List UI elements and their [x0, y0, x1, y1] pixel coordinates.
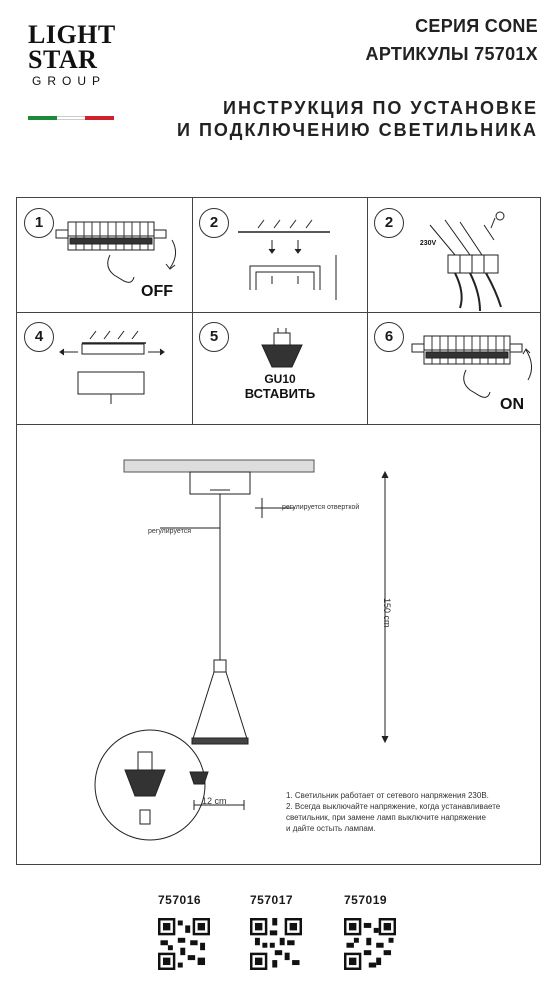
- step-3-voltage-label: 230V: [419, 240, 437, 247]
- note-line-2: 2. Всегда выключайте напряжение, когда у…: [286, 802, 501, 811]
- adjustable-label: регулируется: [148, 528, 191, 535]
- note-line-1: 1. Светильник работает от сетевого напря…: [286, 791, 489, 800]
- step-5-number: 5: [199, 322, 229, 352]
- logo-word-star: STAR: [28, 45, 98, 74]
- breaker-panel-icon: [55, 221, 167, 251]
- gu10-bulb-icon: [261, 328, 303, 368]
- step-6-number: 6: [374, 322, 404, 352]
- instruction-title-line1: ИНСТРУКЦИЯ ПО УСТАНОВКЕ: [223, 98, 538, 118]
- mount-canopy-icon: [59, 330, 165, 404]
- step-2-number: 2: [199, 208, 229, 238]
- hand-icon: [107, 254, 135, 283]
- step-5-label-gu10: GU10: [264, 372, 296, 386]
- grid-row-divider-2: [17, 424, 540, 425]
- qr-code-757019[interactable]: [344, 918, 396, 970]
- step-1-label: OFF: [141, 283, 173, 300]
- safety-notes: 1. Светильник работает от сетевого напря…: [286, 790, 531, 834]
- italian-flag-stripe: [28, 116, 115, 120]
- grid-col-divider-2: [367, 198, 368, 424]
- pendant-diagram: [94, 459, 389, 841]
- articles-title: АРТИКУЛЫ 75701X: [365, 44, 538, 64]
- qr-code-757016[interactable]: [158, 918, 210, 970]
- switch-arrow-icon: [169, 239, 176, 269]
- series-title: СЕРИЯ CONE: [415, 16, 538, 36]
- step-5-label-insert: ВСТАВИТЬ: [244, 386, 316, 401]
- height-label: 150 cm: [382, 598, 392, 628]
- instruction-title-line2: И ПОДКЛЮЧЕНИЮ СВЕТИЛЬНИКА: [177, 120, 538, 140]
- step-3-number: 2: [374, 208, 404, 238]
- note-line-4: и дайте остыть лампам.: [286, 824, 376, 833]
- qr-code-757017[interactable]: [250, 918, 302, 970]
- width-label: 12 cm: [202, 796, 227, 806]
- grid-col-divider-1: [192, 198, 193, 424]
- terminal-block-icon: [429, 211, 505, 312]
- step-4-number: 4: [24, 322, 54, 352]
- logo-word-light: LIGHT: [28, 20, 116, 49]
- ceiling-bracket-icon: [238, 219, 337, 300]
- instruction-grid: [16, 197, 541, 865]
- screw-adjust-label: регулируется отверткой: [282, 504, 360, 511]
- article-code-757017: 757017: [250, 893, 294, 907]
- step-6-label: ON: [500, 396, 524, 413]
- grid-row-divider-1: [17, 312, 540, 313]
- logo-word-group: GROUP: [32, 74, 107, 88]
- brand-logo: LIGHT STAR GROUP: [28, 20, 120, 120]
- step-1-number: 1: [24, 208, 54, 238]
- article-code-757019: 757019: [344, 893, 388, 907]
- breaker-panel-on-icon: [411, 335, 532, 398]
- note-line-3: светильник, при замене ламп выключите на…: [286, 813, 486, 822]
- article-code-757016: 757016: [158, 893, 202, 907]
